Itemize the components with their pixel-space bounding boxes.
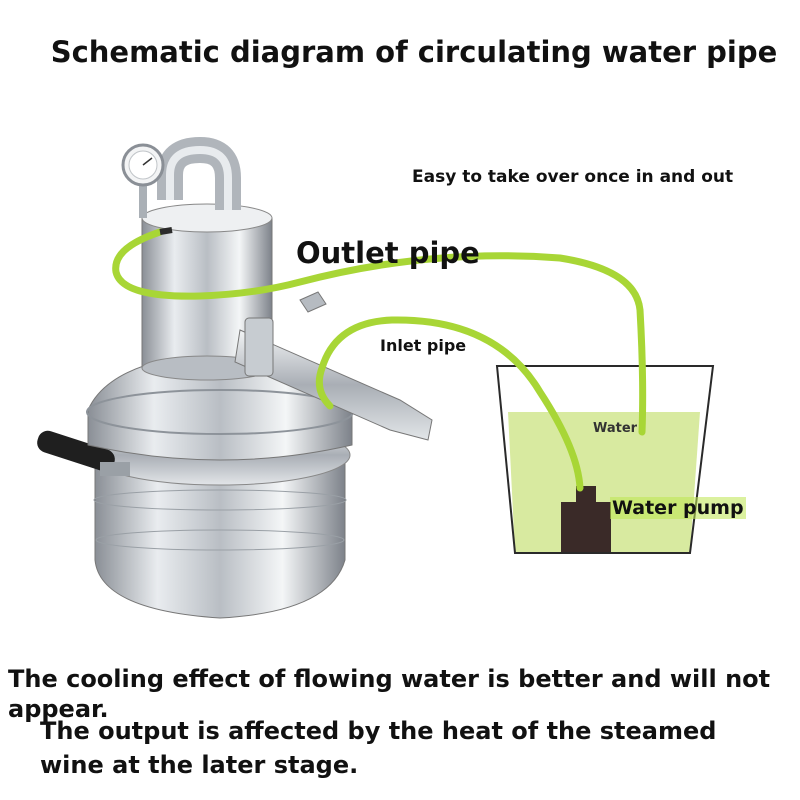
outlet-spout xyxy=(234,291,433,441)
subtitle: Easy to take over once in and out xyxy=(412,167,734,187)
inlet-pipe-label: Inlet pipe xyxy=(380,336,467,355)
water-label: Water xyxy=(593,421,638,436)
thermometer-gauge xyxy=(121,143,165,218)
caption-line-1: The cooling effect of flowing water is b… xyxy=(8,665,771,723)
pipes xyxy=(112,227,647,492)
elbow-pipe xyxy=(157,136,241,210)
caption-line-2: The output is affected by the heat of th… xyxy=(40,717,717,779)
water-pump-label: Water pump xyxy=(610,497,746,519)
outlet-pipe-label: Outlet pipe xyxy=(296,236,480,270)
inlet-pipe-line xyxy=(315,316,584,492)
pot-handle xyxy=(37,430,130,476)
outlet-pipe-line xyxy=(112,228,647,436)
page-title: Schematic diagram of circulating water p… xyxy=(50,35,778,69)
